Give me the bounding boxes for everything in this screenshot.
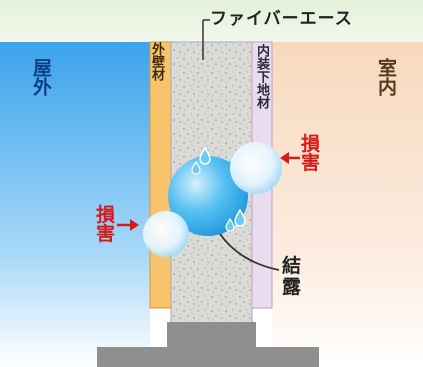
damage-bubble-right bbox=[230, 142, 282, 194]
condensation-bubble bbox=[168, 156, 248, 236]
exterior-wall-layer bbox=[149, 41, 172, 309]
outdoor-area bbox=[0, 42, 150, 367]
damage-arrow-right-head bbox=[280, 152, 289, 164]
outdoor-label: 屋外 bbox=[30, 58, 52, 96]
water-drop-icon bbox=[191, 160, 201, 175]
water-drop-icon bbox=[199, 146, 211, 165]
damage-arrow-left-head bbox=[130, 219, 139, 231]
fiber-ace-label: ファイバーエース bbox=[210, 9, 353, 29]
foundation-base bbox=[97, 347, 319, 367]
exterior-wall-label: 外壁材 bbox=[149, 42, 164, 81]
damage-label-left: 損害 bbox=[96, 204, 116, 246]
indoor-label: 室内 bbox=[375, 58, 397, 96]
top-band bbox=[0, 0, 423, 42]
water-drop-icon bbox=[225, 217, 235, 232]
condensation-leader-line bbox=[219, 233, 280, 271]
foundation-block bbox=[167, 322, 256, 350]
indoor-area bbox=[272, 42, 423, 367]
damage-label-right: 損害 bbox=[301, 133, 321, 175]
water-drop-icon bbox=[234, 208, 246, 227]
damage-bubble-left bbox=[143, 211, 189, 257]
interior-board-label: 内装下地材 bbox=[254, 44, 269, 109]
condensation-label: 結露 bbox=[282, 255, 302, 298]
